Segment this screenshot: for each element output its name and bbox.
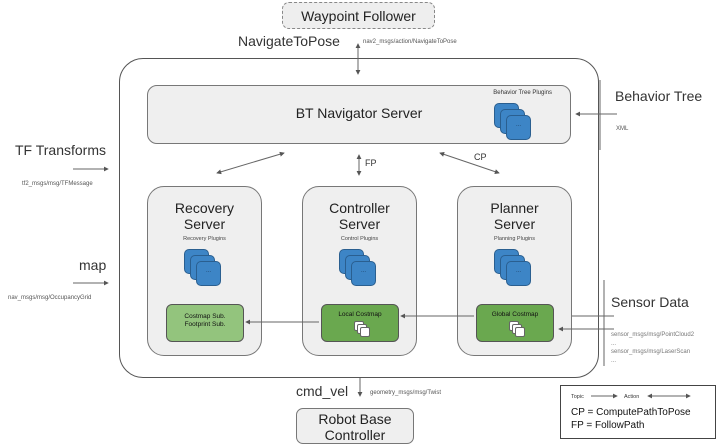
legend-cp: CP = ComputePathToPose <box>571 407 691 418</box>
global-costmap-label: Global Costmap <box>491 311 539 318</box>
planner-title-2: Server <box>493 216 536 232</box>
planner-title-1: Planner <box>490 200 539 216</box>
sensor-msg: sensor_msgs/msg/PointCloud2 <box>611 332 695 338</box>
robot-base-line1: Robot Base <box>318 411 392 427</box>
robot-base-controller: Robot Base Controller <box>296 408 414 444</box>
sensor-data-label: Sensor Data <box>611 294 689 310</box>
legend-topic-label: Topic <box>571 394 584 400</box>
layers-icon <box>509 321 529 341</box>
behavior-tree-msg: XML <box>616 126 629 132</box>
map-msg: nav_msgs/msg/OccupancyGrid <box>8 295 92 301</box>
local-costmap-box: Local Costmap <box>321 304 399 342</box>
cmd-vel-label: cmd_vel <box>296 383 349 399</box>
costmap-sub-label: Costmap Sub. <box>184 313 226 320</box>
plugin-stack-icon: ... <box>339 249 379 287</box>
recovery-title-2: Server <box>183 216 226 232</box>
legend: Topic Action CP = ComputePathToPose FP =… <box>560 385 716 439</box>
recovery-plugins-label: Recovery Plugins <box>183 236 226 242</box>
recovery-title-1: Recovery <box>174 200 235 216</box>
bt-navigator-title: BT Navigator Server <box>295 105 423 121</box>
navigate-to-pose-msg: nav2_msgs/action/NavigateToPose <box>363 39 457 45</box>
sensor-msg: ... <box>611 357 617 364</box>
plugin-stack-icon: ... <box>494 103 534 141</box>
sensor-msg: sensor_msgs/msg/LaserScan <box>611 349 691 355</box>
costmap-footprint-sub-box: Costmap Sub.Footprint Sub. <box>166 304 244 342</box>
waypoint-follower-label: Waypoint Follower <box>301 7 416 24</box>
global-costmap-box: Global Costmap <box>476 304 554 342</box>
navigate-to-pose-label: NavigateToPose <box>238 33 340 49</box>
cp-link-label: CP <box>474 152 487 162</box>
sensor-msg: ... <box>611 340 617 347</box>
legend-fp: FP = FollowPath <box>571 420 645 431</box>
map-label: map <box>79 257 107 273</box>
plugin-stack-icon: ... <box>494 249 534 287</box>
bt-navigator-server: BT Navigator Server Behavior Tree Plugin… <box>147 85 571 144</box>
controller-title-1: Controller <box>329 200 390 216</box>
planning-plugins-label: Planning Plugins <box>494 236 535 242</box>
behavior-tree-label: Behavior Tree <box>615 88 703 104</box>
controller-title-2: Server <box>338 216 381 232</box>
footprint-sub-label: Footprint Sub. <box>184 321 226 328</box>
bt-plugins-label: Behavior Tree Plugins <box>493 90 552 96</box>
waypoint-follower-box: Waypoint Follower <box>282 2 435 29</box>
sensor-data-msgs: sensor_msgs/msg/PointCloud2 ... sensor_m… <box>611 331 694 365</box>
plugin-stack-icon: ... <box>184 249 224 287</box>
tf-transforms-label: TF Transforms <box>15 142 107 158</box>
legend-action-label: Action <box>624 394 640 400</box>
robot-base-line2: Controller <box>324 427 386 443</box>
fp-link-label: FP <box>365 158 377 168</box>
control-plugins-label: Control Plugins <box>340 236 379 242</box>
layers-icon <box>354 321 374 341</box>
local-costmap-label: Local Costmap <box>338 311 382 318</box>
tf-transforms-msg: tf2_msgs/msg/TFMessage <box>22 181 93 187</box>
cmd-vel-msg: geometry_msgs/msg/Twist <box>370 390 442 396</box>
